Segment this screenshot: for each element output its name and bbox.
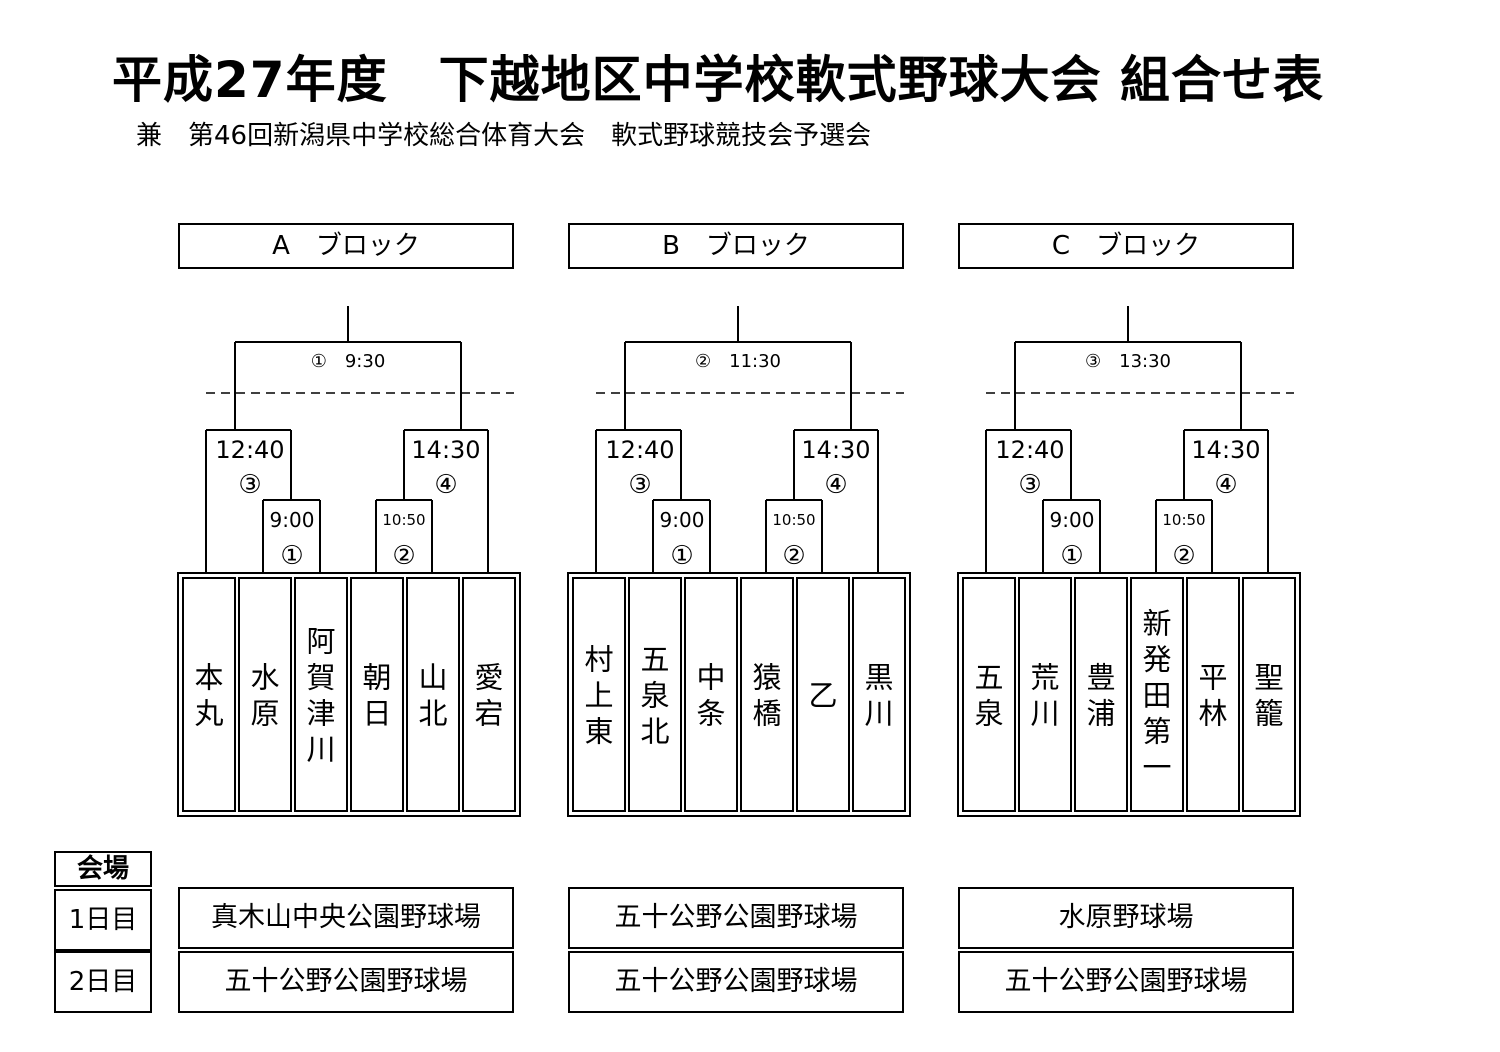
block-c-team-name: 五泉 <box>974 660 1003 730</box>
block-b-right-semi-number: ④ <box>824 470 847 500</box>
block-c-left-semi-time: 12:40 <box>995 436 1064 464</box>
block-a-team-cell <box>350 577 404 812</box>
venue-day2-block-b: 五十公野公園野球場 <box>568 951 904 1013</box>
block-a-team-name: 阿賀津川 <box>306 624 335 766</box>
block-a-teams-frame <box>177 572 521 817</box>
block-b-team-cell <box>684 577 738 812</box>
venue-day2-block-a: 五十公野公園野球場 <box>178 951 514 1013</box>
block-b-left-semi-time: 12:40 <box>605 436 674 464</box>
block-c-left-first-number: ① <box>1060 541 1083 571</box>
block-a-team-name: 水原 <box>250 660 279 730</box>
block-b-team-name: 中条 <box>696 660 725 730</box>
block-b-team-cell <box>796 577 850 812</box>
block-a-final-match-label: ① 9:30 <box>311 351 386 372</box>
venue-day1-block-c: 水原野球場 <box>958 887 1294 949</box>
block-c-team-cell <box>1018 577 1072 812</box>
block-a-left-first-number: ① <box>280 541 303 571</box>
block-c-team-name: 平林 <box>1198 660 1227 730</box>
block-a-team-name: 本丸 <box>194 660 223 730</box>
block-a-team-name: 山北 <box>418 660 447 730</box>
block-a-team-cell <box>238 577 292 812</box>
block-b-team-name: 五泉北 <box>640 642 669 748</box>
block-a-team-cell <box>182 577 236 812</box>
day-1-label: 1日目 <box>54 889 152 951</box>
block-b-right-first-number: ② <box>782 541 805 571</box>
venue-label: 会場 <box>54 851 152 887</box>
block-b-right-first-time: 10:50 <box>772 511 815 529</box>
block-c-left-first-time: 9:00 <box>1050 508 1095 532</box>
venue-day1-block-b: 五十公野公園野球場 <box>568 887 904 949</box>
block-b-left-first-number: ① <box>670 541 693 571</box>
block-c-team-name: 新発田第一 <box>1142 606 1171 784</box>
block-c-right-semi-time: 14:30 <box>1191 436 1260 464</box>
block-a-right-semi-time: 14:30 <box>411 436 480 464</box>
block-a-team-name: 朝日 <box>362 660 391 730</box>
block-a-right-first-time: 10:50 <box>382 511 425 529</box>
block-c-team-cell <box>1130 577 1184 812</box>
page-subtitle: 兼 第46回新潟県中学校総合体育大会 軟式野球競技会予選会 <box>136 121 872 151</box>
page-title: 平成27年度 下越地区中学校軟式野球大会 組合せ表 <box>112 51 1324 109</box>
block-c-header: C ブロック <box>958 223 1294 269</box>
block-c-team-cell <box>1186 577 1240 812</box>
block-b-team-cell <box>628 577 682 812</box>
block-c-right-semi-number: ④ <box>1214 470 1237 500</box>
block-b-team-cell <box>740 577 794 812</box>
block-a-right-first-number: ② <box>392 541 415 571</box>
block-b-teams-frame <box>567 572 911 817</box>
block-b-final-match-label: ② 11:30 <box>695 351 781 372</box>
block-c-team-name: 聖籠 <box>1254 660 1283 730</box>
block-c-left-semi-number: ③ <box>1018 470 1041 500</box>
venue-day1-block-a: 真木山中央公園野球場 <box>178 887 514 949</box>
block-b-team-cell <box>852 577 906 812</box>
block-a-header: A ブロック <box>178 223 514 269</box>
block-b-header: B ブロック <box>568 223 904 269</box>
block-a-team-cell <box>406 577 460 812</box>
block-c-team-name: 豊浦 <box>1086 660 1115 730</box>
block-c-teams-frame <box>957 572 1301 817</box>
block-a-left-semi-number: ③ <box>238 470 261 500</box>
block-c-team-cell <box>1242 577 1296 812</box>
block-b-team-cell <box>572 577 626 812</box>
block-a-left-semi-time: 12:40 <box>215 436 284 464</box>
block-c-right-first-number: ② <box>1172 541 1195 571</box>
block-a-team-cell <box>294 577 348 812</box>
block-c-team-cell <box>1074 577 1128 812</box>
day-2-label: 2日目 <box>54 951 152 1013</box>
block-a-team-cell <box>462 577 516 812</box>
block-b-team-name: 村上東 <box>584 642 613 748</box>
block-c-team-cell <box>962 577 1016 812</box>
block-c-final-match-label: ③ 13:30 <box>1085 351 1171 372</box>
block-b-right-semi-time: 14:30 <box>801 436 870 464</box>
block-a-left-first-time: 9:00 <box>270 508 315 532</box>
block-a-right-semi-number: ④ <box>434 470 457 500</box>
block-b-left-first-time: 9:00 <box>660 508 705 532</box>
block-c-right-first-time: 10:50 <box>1162 511 1205 529</box>
block-c-team-name: 荒川 <box>1030 660 1059 730</box>
block-b-left-semi-number: ③ <box>628 470 651 500</box>
block-b-team-name: 猿橋 <box>752 660 781 730</box>
block-a-team-name: 愛宕 <box>474 660 503 730</box>
block-b-team-name: 乙 <box>808 678 837 712</box>
block-b-team-name: 黒川 <box>864 660 893 730</box>
venue-day2-block-c: 五十公野公園野球場 <box>958 951 1294 1013</box>
